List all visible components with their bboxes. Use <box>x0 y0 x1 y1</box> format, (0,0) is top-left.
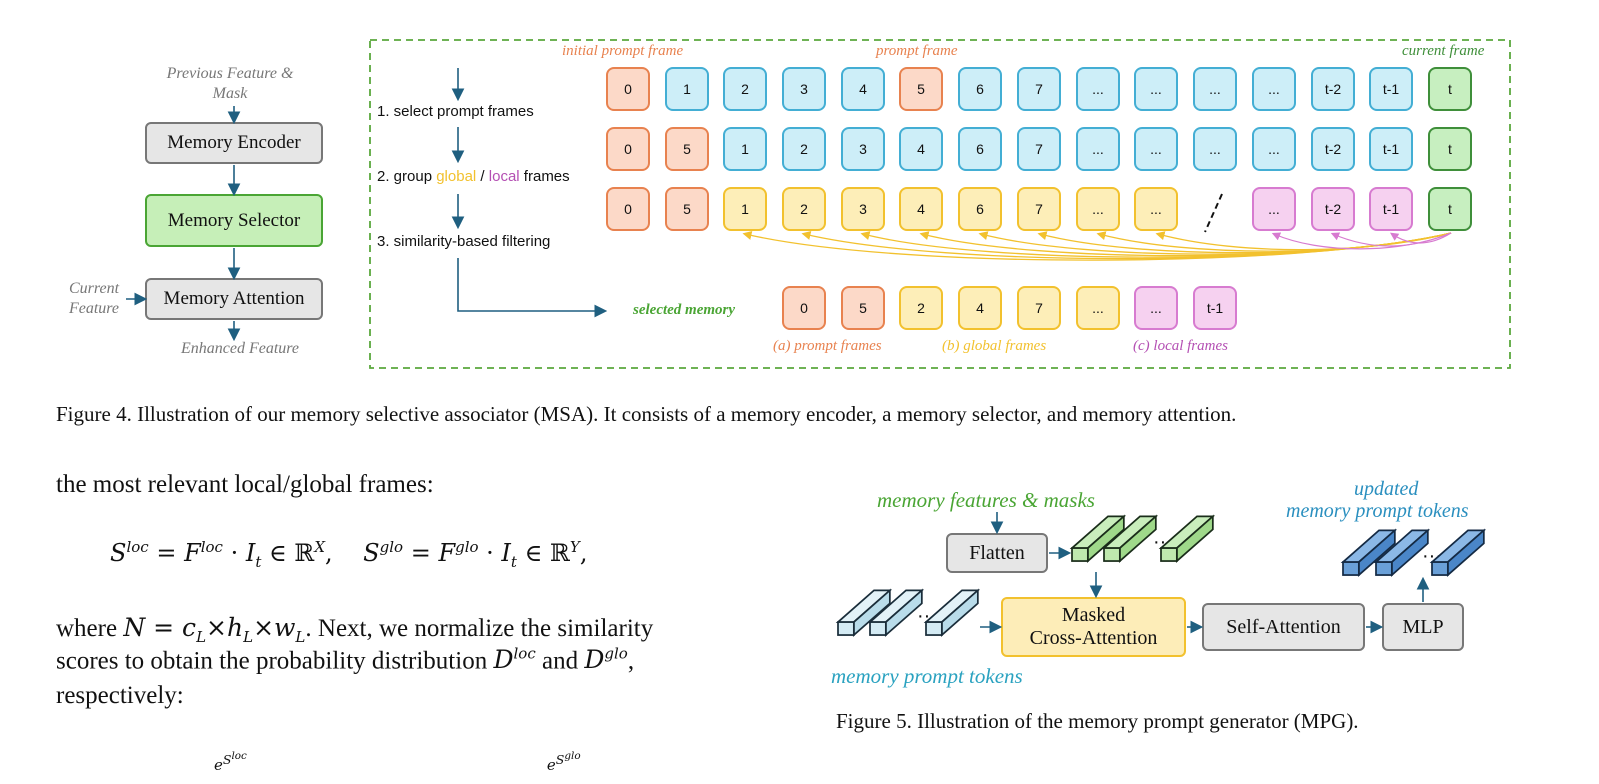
frame-cell: 6 <box>958 67 1002 111</box>
frame-cell: 7 <box>1017 127 1061 171</box>
step-2-label: 2. group global / local frames <box>377 168 570 185</box>
selected-memory-label: selected memory <box>633 302 736 318</box>
self-attention-box: Self-Attention <box>1202 603 1365 651</box>
frame-cell: ... <box>1193 127 1237 171</box>
frame-cell: ... <box>1252 67 1296 111</box>
frame-cell: t <box>1428 187 1472 231</box>
frame-cell: 4 <box>899 187 943 231</box>
text-line-4: scores to obtain the probability distrib… <box>56 645 635 675</box>
frame-cell: ... <box>1134 67 1178 111</box>
frame-cell: ... <box>1134 187 1178 231</box>
memory-attention-box: Memory Attention <box>145 278 323 320</box>
text-line-1: the most relevant local/global frames: <box>56 471 434 498</box>
prompt-frame-label: prompt frame <box>876 43 958 59</box>
frame-cell: 2 <box>899 286 943 330</box>
frame-cell: 4 <box>841 67 885 111</box>
frame-cell: 4 <box>958 286 1002 330</box>
frame-cell: 1 <box>665 67 709 111</box>
step-1-label: 1. select prompt frames <box>377 103 534 120</box>
step-3-label: 3. similarity-based filtering <box>377 233 551 250</box>
frame-cell: 5 <box>665 127 709 171</box>
prompt-frames-label: (a) prompt frames <box>773 338 882 354</box>
frame-cell: 0 <box>606 187 650 231</box>
equation-similarity: Sloc = Floc · It ∈ ℝX, Sglo = Fglo · It … <box>110 538 588 571</box>
frame-cell: ... <box>1076 286 1120 330</box>
frame-cell: ... <box>1134 127 1178 171</box>
frame-cell: ... <box>1193 67 1237 111</box>
current-frame-label: current frame <box>1402 43 1485 59</box>
frame-cell: t-1 <box>1369 67 1413 111</box>
local-frames-label: (c) local frames <box>1133 338 1228 354</box>
frame-cell: 7 <box>1017 286 1061 330</box>
initial-prompt-frame-label: initial prompt frame <box>562 43 684 59</box>
current-feature-label: Current Feature <box>68 280 120 317</box>
frame-cell: 5 <box>899 67 943 111</box>
frame-cell: 7 <box>1017 67 1061 111</box>
frame-cell: 3 <box>782 67 826 111</box>
frame-cell: 3 <box>841 187 885 231</box>
frame-cell: ... <box>1076 187 1120 231</box>
frame-cell: ... <box>1252 127 1296 171</box>
frame-cell: 4 <box>899 127 943 171</box>
memory-encoder-box: Memory Encoder <box>145 122 323 164</box>
frame-cell: 5 <box>665 187 709 231</box>
memory-prompt-tokens-label: memory prompt tokens <box>831 664 1023 688</box>
figure-5-caption: Figure 5. Illustration of the memory pro… <box>836 709 1359 733</box>
text-line-3: where N = cL×hL×wL. Next, we normalize t… <box>56 613 654 646</box>
frame-cell: ... <box>1076 67 1120 111</box>
figure-4-caption: Figure 4. Illustration of our memory sel… <box>56 402 1237 426</box>
frame-cell: t <box>1428 67 1472 111</box>
frame-cell: 1 <box>723 187 767 231</box>
frame-cell: 2 <box>723 67 767 111</box>
frame-cell: 6 <box>958 187 1002 231</box>
frame-cell: 2 <box>782 127 826 171</box>
frame-cell: 3 <box>841 127 885 171</box>
global-frames-label: (b) global frames <box>942 338 1047 354</box>
frame-cell: t-1 <box>1369 127 1413 171</box>
frame-cell: 7 <box>1017 187 1061 231</box>
flatten-box: Flatten <box>946 533 1048 573</box>
frame-cell: 0 <box>606 67 650 111</box>
frame-cell: t-1 <box>1369 187 1413 231</box>
equation-softmax-partial: eSloceSglo <box>214 750 581 775</box>
masked-label: Masked <box>1061 604 1126 626</box>
frame-cell: t-2 <box>1311 187 1355 231</box>
frame-cell: 5 <box>841 286 885 330</box>
frame-cell: 1 <box>723 127 767 171</box>
frame-cell: 0 <box>782 286 826 330</box>
frame-cell: ... <box>1076 127 1120 171</box>
updated-label: updated <box>1354 478 1419 500</box>
cross-attention-label: Cross-Attention <box>1029 627 1158 649</box>
memory-features-label: memory features & masks <box>877 488 1095 512</box>
frame-cell: 6 <box>958 127 1002 171</box>
frame-cell: t-2 <box>1311 127 1355 171</box>
frame-cell: 0 <box>606 127 650 171</box>
frame-cell: ... <box>1252 187 1296 231</box>
previous-feature-label: Previous Feature & Mask <box>166 65 294 102</box>
frame-cell: t-2 <box>1311 67 1355 111</box>
text-line-5: respectively: <box>56 682 184 709</box>
frame-cell: 2 <box>782 187 826 231</box>
frame-cell: ... <box>1134 286 1178 330</box>
frame-cell: t-1 <box>1193 286 1237 330</box>
frame-cell: t <box>1428 127 1472 171</box>
enhanced-feature-label: Enhanced Feature <box>180 340 300 357</box>
memory-prompt-tokens-top-label: memory prompt tokens <box>1286 500 1469 522</box>
